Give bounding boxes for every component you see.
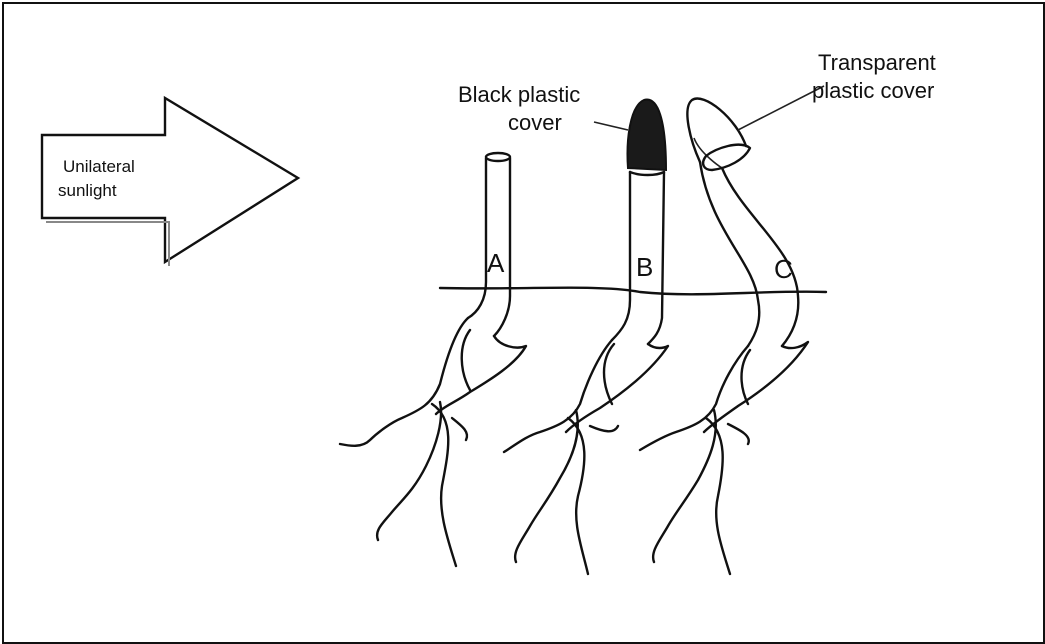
seedling-b: B xyxy=(504,100,668,574)
seedling-b-letter: B xyxy=(636,252,653,282)
transparent-cover-label-line2: plastic cover xyxy=(812,78,934,103)
black-cover-leader-line xyxy=(594,122,628,130)
arrow-label-line1: Unilateral xyxy=(63,157,135,176)
arrow-label-line2: sunlight xyxy=(58,181,117,200)
seedling-a-letter: A xyxy=(487,248,505,278)
transparent-cover-label-line1: Transparent xyxy=(818,50,936,75)
black-cover-label-line1: Black plastic xyxy=(458,82,580,107)
transparent-plastic-cover xyxy=(703,145,750,170)
sunlight-arrow: Unilateral sunlight xyxy=(42,98,298,266)
seedling-c-letter: C xyxy=(774,254,793,284)
soil-line xyxy=(440,288,826,295)
black-cover-label-line2: cover xyxy=(508,110,562,135)
seedling-a: A xyxy=(340,153,526,566)
black-plastic-cover xyxy=(628,100,666,170)
